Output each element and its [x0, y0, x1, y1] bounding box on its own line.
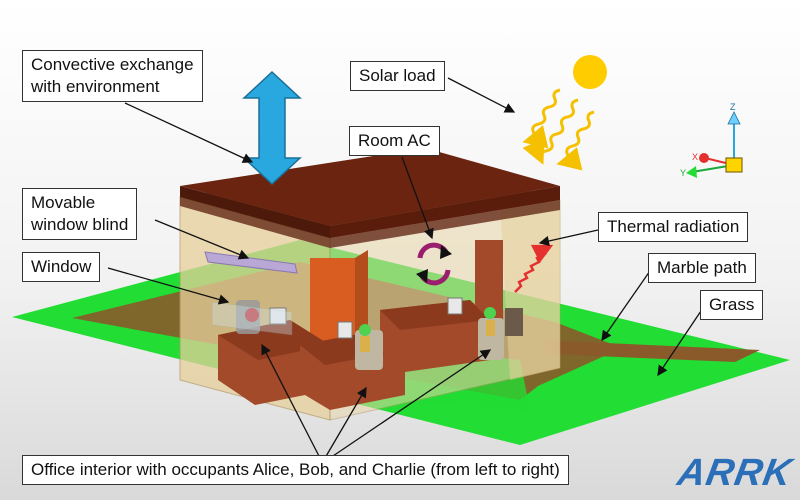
window-blind-line2: window blind: [31, 215, 129, 234]
monitor: [269, 307, 287, 325]
axis-z-label: Z: [730, 102, 736, 112]
solar-load-label: Solar load: [350, 61, 445, 91]
marble-path-text: Marble path: [657, 258, 747, 277]
axis-triad: Z X Y: [680, 102, 743, 178]
solar-load-text: Solar load: [359, 66, 436, 85]
arrk-logo: ARRK: [674, 452, 796, 494]
window-text: Window: [31, 257, 92, 276]
window-blind-label: Movable window blind: [22, 188, 138, 240]
roof: [180, 197, 560, 248]
axis-y-label: Y: [680, 168, 686, 178]
window: [211, 301, 293, 336]
convective-exchange-label: Convective exchange with environment: [22, 50, 203, 102]
thermal-radiation-label: Thermal radiation: [598, 212, 749, 242]
office-interior-label: Office interior with occupants Alice, Bo…: [22, 455, 569, 485]
marble-path-label: Marble path: [648, 253, 756, 283]
room-ac-text: Room AC: [358, 131, 431, 150]
occupant-bob: [359, 324, 371, 336]
occupant-alice: [245, 308, 259, 322]
monitor: [337, 321, 353, 339]
convective-arrow: [242, 70, 302, 186]
marble-path-strip: [540, 340, 760, 362]
room-right-wall: [500, 200, 560, 380]
thermal-radiation-text: Thermal radiation: [607, 217, 740, 236]
callout-leaders: [107, 77, 706, 459]
grass-text: Grass: [709, 295, 755, 314]
grass-label: Grass: [700, 290, 764, 320]
solar-rays: [522, 88, 595, 171]
roof-top: [180, 148, 560, 226]
window-label: Window: [22, 252, 101, 282]
window-blind-line1: Movable: [31, 193, 96, 212]
axis-x-label: X: [692, 152, 698, 162]
convective-exchange-line1: Convective exchange: [31, 55, 194, 74]
sun: [573, 55, 607, 89]
room-ac-icon: [416, 242, 452, 286]
thermal-radiation-wave: [514, 244, 554, 293]
window-blind: [204, 251, 298, 274]
office-interior-text: Office interior with occupants Alice, Bo…: [31, 460, 560, 479]
occupant-charlie: [484, 307, 496, 319]
room-ac-label: Room AC: [349, 126, 440, 156]
monitor: [447, 297, 463, 315]
convective-exchange-line2: with environment: [31, 77, 160, 96]
